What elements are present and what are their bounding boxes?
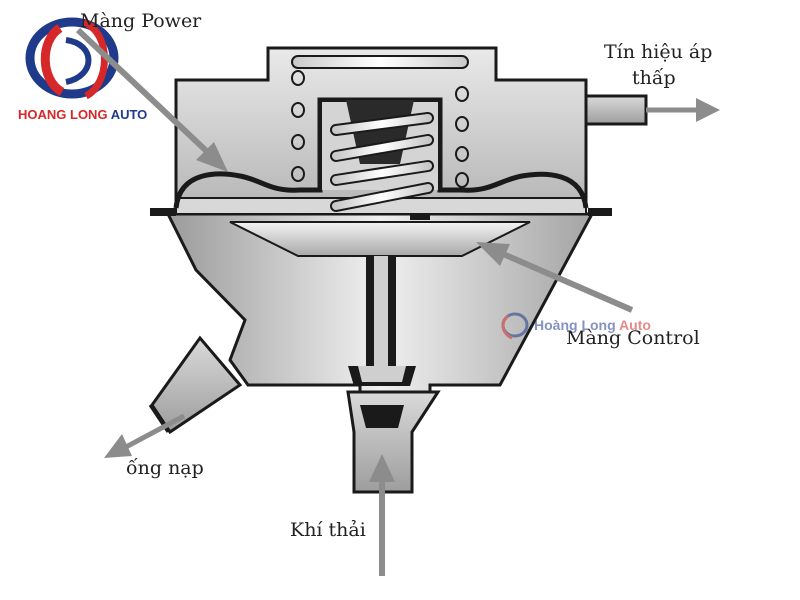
power-arrow (75, 27, 228, 172)
labels: Màng Power Tín hiệu áp thấp Màng Control… (80, 10, 712, 541)
label-signal-line1: Tín hiệu áp (604, 41, 712, 63)
label-power: Màng Power (80, 10, 202, 32)
intake-pipe (148, 335, 243, 435)
signal-arrow (646, 98, 720, 122)
signal-pipe (584, 94, 648, 126)
logo-name: HOANG LONG (18, 107, 108, 122)
label-exhaust: Khí thải (290, 519, 366, 541)
svg-text:HOANG LONG AUTO: HOANG LONG AUTO (18, 107, 147, 122)
control-diaphragm (229, 221, 531, 257)
exhaust-arrow (369, 454, 395, 576)
logo-suffix: AUTO (111, 107, 148, 122)
control-arrow (476, 242, 634, 313)
flange (150, 197, 612, 216)
watermark: Hoàng Long Auto (501, 312, 651, 340)
arrows (75, 27, 720, 576)
outer-spring (291, 55, 469, 188)
watermark-suffix: Auto (619, 317, 651, 333)
intake-arrow (104, 413, 186, 458)
label-intake: ống nạp (126, 457, 204, 479)
label-signal-line2: thấp (632, 67, 676, 89)
inner-spring (330, 112, 434, 220)
watermark-name: Hoàng Long (534, 317, 616, 333)
label-control: Màng Control (566, 327, 700, 349)
valve-stem (348, 256, 416, 386)
exhaust-pipe (346, 390, 441, 494)
svg-text:Hoàng Long Auto: Hoàng Long Auto (534, 317, 651, 333)
brand-logo: HOANG LONG AUTO (18, 17, 147, 122)
